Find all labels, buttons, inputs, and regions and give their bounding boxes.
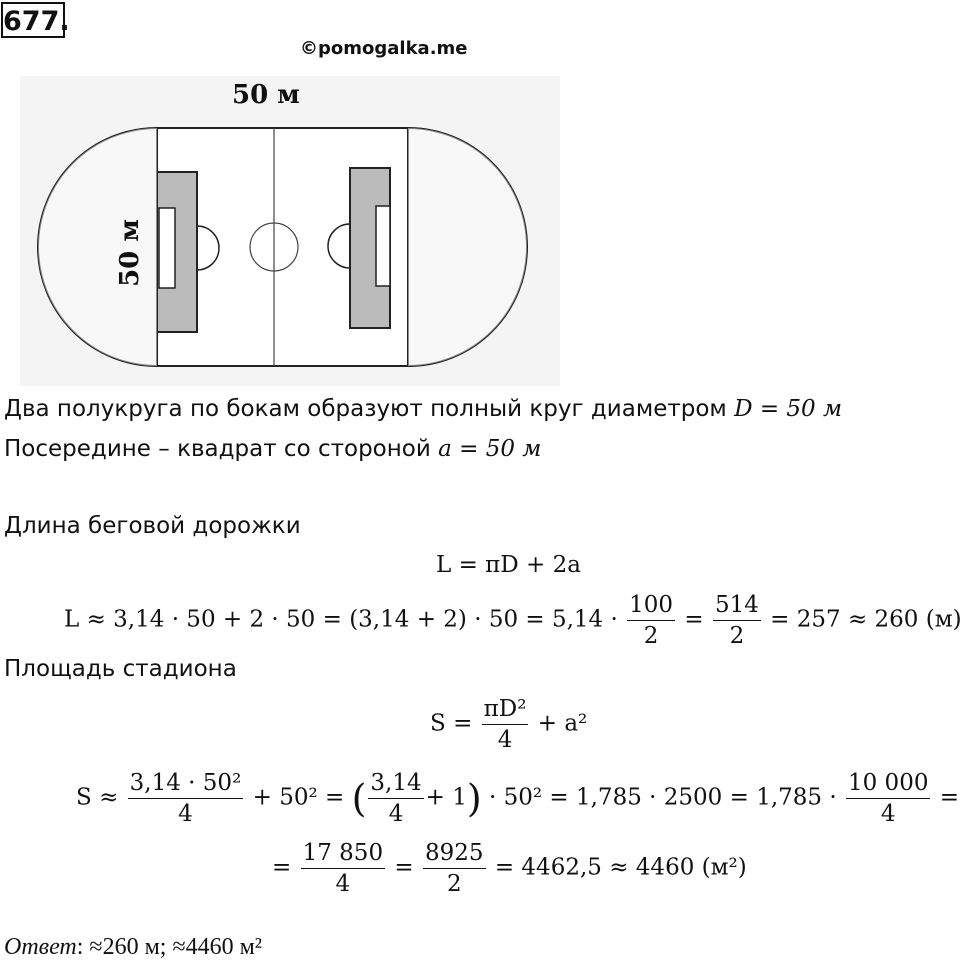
answer: Ответ: ≈260 м; ≈4460 м² [4,934,262,960]
text-line-1: Два полукруга по бокам образуют полный к… [4,396,843,422]
problem-number: 677. [1,2,70,38]
text-line-2: Посередине – квадрат со стороной a = 50 … [4,436,542,462]
watermark: ©pomogalka.me [300,38,468,59]
length-formula: L = πD + 2a [436,552,581,578]
area-heading: Площадь стадиона [4,656,237,682]
figure-label-side: 50 м [114,219,145,287]
figure-label-top: 50 м [232,80,300,110]
length-calculation: L ≈ 3,14 · 50 + 2 · 50 = (3,14 + 2) · 50… [64,592,960,649]
length-heading: Длина беговой дорожки [4,513,301,539]
stadium-figure [20,76,560,386]
